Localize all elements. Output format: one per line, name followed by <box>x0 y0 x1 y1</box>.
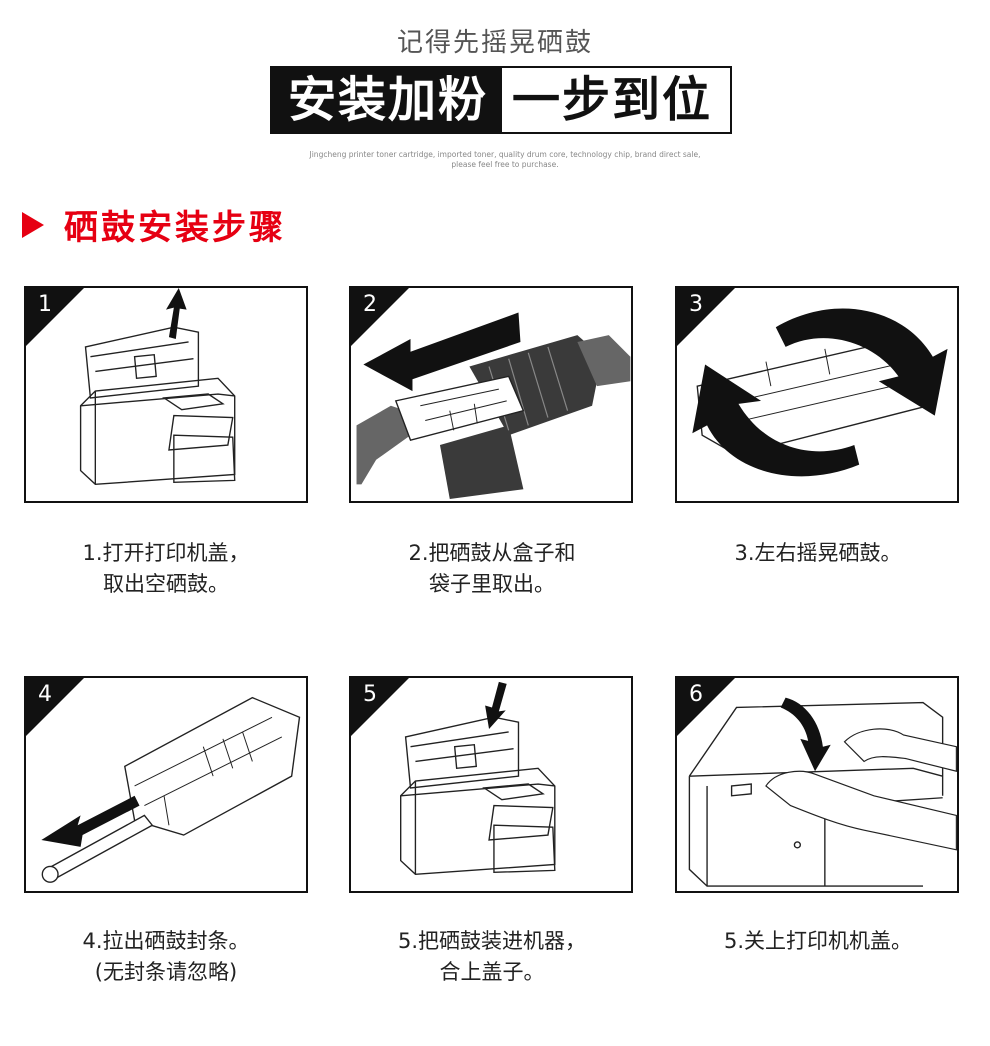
caption-line: 2.把硒鼓从盒子和 <box>408 541 576 565</box>
banner: 安装加粉 一步到位 <box>270 66 733 134</box>
step-2-caption: 2.把硒鼓从盒子和 袋子里取出。 <box>342 538 642 600</box>
caption-line: 5.把硒鼓装进机器， <box>397 929 587 953</box>
english-tagline-line1: Jingcheng printer toner cartridge, impor… <box>309 150 701 159</box>
step-number-badge <box>351 678 409 736</box>
step-number: 6 <box>689 682 703 707</box>
step-number-badge <box>677 288 735 346</box>
shake-cartridge-icon <box>692 308 948 477</box>
step-number: 2 <box>363 292 377 317</box>
step-number: 3 <box>689 292 703 317</box>
banner-left-text: 安装加粉 <box>270 66 503 134</box>
step-6-panel: 6 <box>675 676 959 893</box>
step-number-badge <box>26 678 84 736</box>
step-1-panel: 1 <box>24 286 308 503</box>
caption-line: 1.打开打印机盖， <box>82 541 250 565</box>
step-5-panel: 5 <box>349 676 633 893</box>
step-number: 1 <box>38 292 52 317</box>
step-3-panel: 3 <box>675 286 959 503</box>
step-number-badge <box>351 288 409 346</box>
caption-line: 4.拉出硒鼓封条。 <box>82 929 250 953</box>
banner-right-text: 一步到位 <box>502 66 733 134</box>
step-2-panel: 2 <box>349 286 633 503</box>
step-4-panel: 4 <box>24 676 308 893</box>
subtitle: 记得先摇晃硒鼓 <box>396 28 593 58</box>
step-1-caption: 1.打开打印机盖， 取出空硒鼓。 <box>16 538 316 600</box>
step-number-badge <box>26 288 84 346</box>
english-tagline: Jingcheng printer toner cartridge, impor… <box>260 150 750 170</box>
caption-line: 5.关上打印机机盖。 <box>723 929 913 953</box>
caption-line: 合上盖子。 <box>439 960 545 984</box>
step-number: 5 <box>363 682 377 707</box>
printer-open-lift-icon <box>79 288 236 486</box>
step-3-caption: 3.左右摇晃硒鼓。 <box>668 538 968 569</box>
pull-seal-icon <box>41 696 301 883</box>
caption-line: 袋子里取出。 <box>429 572 555 596</box>
english-tagline-line2: please feel free to purchase. <box>451 160 559 169</box>
step-5-caption: 5.把硒鼓装进机器， 合上盖子。 <box>342 926 642 988</box>
step-4-caption: 4.拉出硒鼓封条。 (无封条请忽略) <box>16 926 316 988</box>
step-number: 4 <box>38 682 52 707</box>
caption-line: 取出空硒鼓。 <box>103 572 229 596</box>
unbox-cartridge-icon <box>356 312 631 500</box>
close-lid-icon <box>688 697 957 887</box>
section-header: 硒鼓安装步骤 <box>22 200 286 249</box>
step-number-badge <box>677 678 735 736</box>
step-6-caption: 5.关上打印机机盖。 <box>668 926 968 957</box>
insert-cartridge-icon <box>400 681 556 876</box>
section-title: 硒鼓安装步骤 <box>64 208 286 248</box>
caption-line: (无封条请忽略) <box>94 960 238 984</box>
caption-line: 3.左右摇晃硒鼓。 <box>734 541 902 565</box>
play-arrow-icon <box>22 211 44 238</box>
